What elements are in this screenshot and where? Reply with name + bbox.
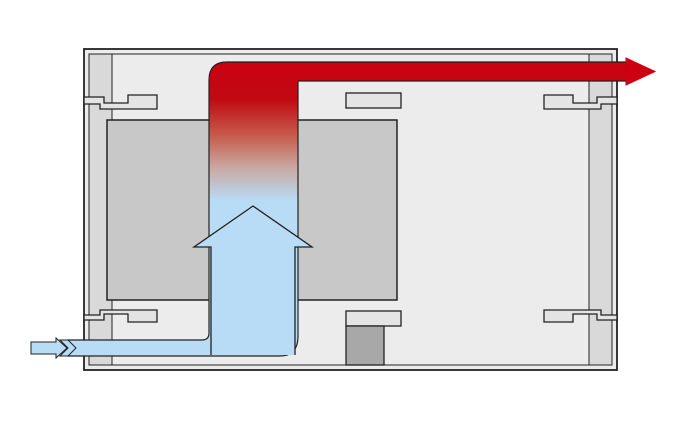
- bracket-bottom-left: [83, 309, 158, 323]
- bracket-top-right: [543, 94, 618, 110]
- updraft-arrow-icon: [191, 205, 315, 355]
- base-block: [345, 325, 385, 366]
- outlet-arrow-icon: [625, 57, 657, 86]
- inlet-chevron-icon: [58, 339, 77, 357]
- right-side-panel: [588, 53, 613, 366]
- inlet-arrow-icon: [30, 336, 68, 360]
- bracket-top-left: [83, 94, 158, 110]
- bracket-bottom-right: [543, 309, 618, 323]
- bracket-bottom-center: [345, 310, 402, 327]
- bracket-top-center: [345, 92, 402, 109]
